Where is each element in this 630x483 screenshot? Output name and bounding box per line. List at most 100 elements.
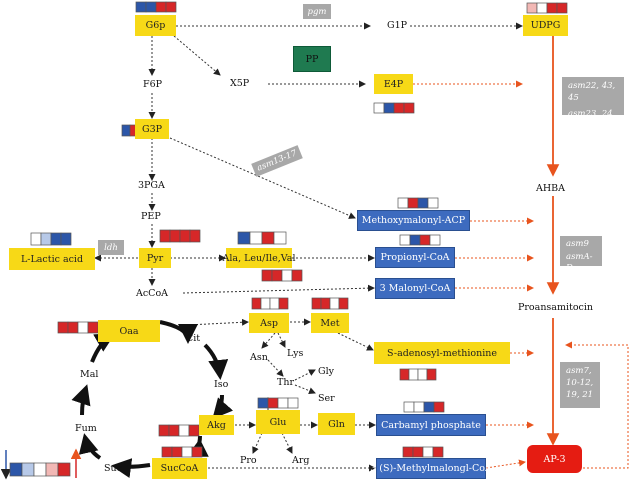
ap3-box[interactable]: AP-3: [527, 445, 582, 473]
methoxymalonyl-heatmap-cell: [427, 197, 439, 209]
oaa-heatmap: [57, 321, 99, 334]
carbamyl-heatmap: [403, 401, 445, 413]
ala-heatmap-cell: [237, 231, 251, 245]
udpg-heatmap-cell: [536, 2, 548, 14]
glu-box[interactable]: Glu: [256, 410, 300, 434]
oaa-heatmap-cell: [87, 321, 99, 334]
orange-arrows: [413, 80, 629, 469]
mal-text: Mal: [80, 369, 99, 380]
sam-heatmap-cell: [417, 368, 428, 381]
udpg-box[interactable]: UDPG: [523, 15, 568, 36]
akg-heatmap-cell: [158, 424, 170, 437]
g3p-box[interactable]: G3P: [135, 119, 169, 139]
akg-heatmap-cell: [188, 424, 200, 437]
asm9-label: asm9: [566, 239, 589, 249]
succoa-heatmap-cell: [161, 446, 173, 458]
e4p-box[interactable]: E4P: [374, 74, 413, 94]
sam-heatmap-cell: [408, 368, 419, 381]
lactic-heatmap-cell: [50, 232, 62, 246]
succoa-heatmap: [161, 446, 203, 458]
pep-text: PEP: [141, 211, 161, 222]
succoa-heatmap-cell: [171, 446, 183, 458]
carbamyl-box[interactable]: Carbamyl phosphate: [376, 414, 486, 436]
methylmalonyl-heatmap-cell: [432, 446, 444, 458]
methylmalonyl-box[interactable]: 3 (S)-Methylmalongl-CoA: [370, 458, 492, 479]
akg-heatmap-cell: [168, 424, 180, 437]
lactic-heatmap: [30, 232, 72, 246]
pyr-heatmap-cell: [169, 229, 181, 243]
asm7-label-1: asm7,: [566, 366, 592, 376]
pp-box[interactable]: PP: [293, 46, 331, 72]
propionyl-heatmap-cell: [419, 234, 431, 246]
glu-heatmap-cell: [267, 397, 279, 409]
sam-box[interactable]: S-adenosyl-methionine: [374, 342, 510, 364]
legend-heatmap-cell: [33, 462, 47, 477]
x5p-text: X5P: [230, 78, 250, 89]
e4p-heatmap-cell: [403, 102, 415, 114]
succoa-heatmap-cell: [191, 446, 203, 458]
g6p-heatmap-cell: [165, 1, 177, 13]
ala-heatmap-cell: [261, 231, 275, 245]
akg-box[interactable]: Akg: [199, 415, 234, 435]
g3p-heatmap-cell: [121, 124, 131, 137]
carbamyl-heatmap-cell: [423, 401, 435, 413]
legend-heatmap-cell: [57, 462, 71, 477]
propionyl-box[interactable]: Propionyl-CoA: [375, 247, 455, 268]
asp-box[interactable]: Asp: [249, 313, 289, 333]
asn-text: Asn: [250, 352, 268, 363]
lactic-box[interactable]: L-Lactic acid: [9, 248, 95, 270]
akg-heatmap-cell: [178, 424, 190, 437]
lactic-heatmap-cell: [40, 232, 52, 246]
malonyl-heatmap: [261, 269, 303, 282]
ala-heatmap: [237, 231, 287, 245]
legend-heatmap: [9, 462, 71, 477]
pgm-label: pgm: [303, 4, 331, 19]
propionyl-heatmap-cell: [409, 234, 421, 246]
asp-heatmap-cell: [260, 297, 271, 310]
tca-cycle-arrows: [71, 320, 234, 479]
pyr-box[interactable]: Pyr: [139, 248, 171, 268]
asm23-label: asm23, 24, 47: [568, 109, 616, 131]
thr-text: Thr: [277, 377, 294, 388]
heatmap-layer: [9, 1, 568, 477]
ala-box[interactable]: Ala, Leu/Ile,Val: [223, 248, 296, 268]
carbamyl-heatmap-cell: [433, 401, 445, 413]
malonyl-heatmap-cell: [271, 269, 283, 282]
asp-heatmap-cell: [251, 297, 262, 310]
propionyl-heatmap: [399, 234, 441, 246]
sam-heatmap: [399, 368, 437, 381]
g1p-text: G1P: [387, 20, 408, 31]
g6p-heatmap: [135, 1, 177, 13]
pro-text: Pro: [240, 455, 257, 466]
cit-text: Cit: [186, 333, 201, 344]
methylmalonyl-heatmap: [402, 446, 444, 458]
lactic-heatmap-cell: [60, 232, 72, 246]
f6p-text: F6P: [143, 79, 163, 90]
succoa-box[interactable]: SucCoA: [152, 458, 207, 479]
suc-text: Suc: [104, 463, 122, 474]
methylmalonyl-heatmap-cell: [402, 446, 414, 458]
e4p-heatmap-cell: [373, 102, 385, 114]
met-box[interactable]: Met: [311, 313, 349, 333]
malonyl-box[interactable]: 3 Malonyl-CoA: [375, 278, 455, 299]
proansamitocin-text: Proansamitocin: [518, 302, 594, 313]
gln-box[interactable]: Gln: [318, 413, 355, 435]
propionyl-heatmap-cell: [429, 234, 441, 246]
e4p-heatmap-cell: [393, 102, 405, 114]
methoxymalonyl-box[interactable]: Methoxymalonyl-ACP: [357, 210, 470, 231]
legend-heatmap-cell: [21, 462, 35, 477]
pyr-heatmap-cell: [179, 229, 191, 243]
oaa-heatmap-cell: [57, 321, 69, 334]
legend-heatmap-cell: [45, 462, 59, 477]
asm22-label: asm22, 43, 45: [568, 81, 616, 103]
pyr-heatmap-cell: [189, 229, 201, 243]
oaa-box[interactable]: Oaa: [98, 320, 160, 342]
pyr-heatmap: [159, 229, 201, 243]
pga-text: 3PGA: [138, 180, 165, 191]
glu-heatmap-cell: [257, 397, 269, 409]
glu-heatmap: [257, 397, 299, 409]
udpg-heatmap-cell: [556, 2, 568, 14]
methylmalonyl-heatmap-cell: [422, 446, 434, 458]
g6p-box[interactable]: G6p: [135, 15, 176, 36]
